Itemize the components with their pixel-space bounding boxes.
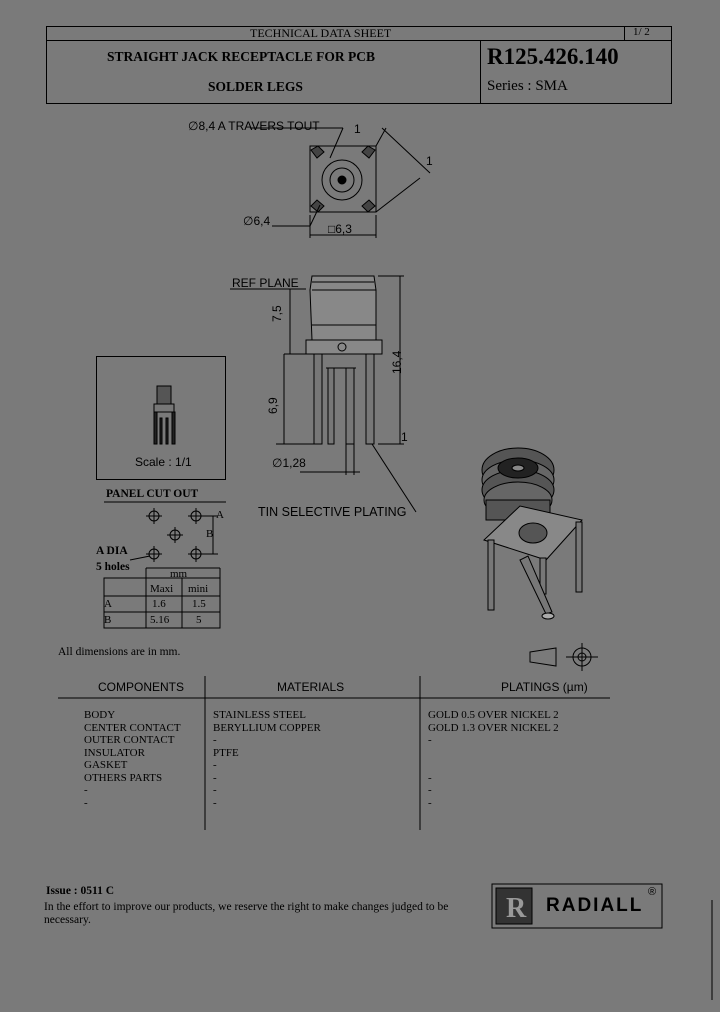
issue-label: Issue : 0511 C (46, 885, 115, 897)
dim-pin-diameter: ∅1,28 (272, 456, 306, 470)
product-title-line1: STRAIGHT JACK RECEPTACLE FOR PCB (107, 49, 376, 64)
table-cell: - (213, 759, 217, 771)
table-cell: BERYLLIUM COPPER (213, 721, 321, 734)
col-mini: mini (188, 583, 209, 595)
table-cell: - (213, 796, 217, 809)
row-a-label: A (104, 598, 112, 610)
table-cell: - (213, 784, 217, 796)
header-frame (46, 26, 672, 104)
unit-label: mm (170, 568, 188, 580)
table-cell: GOLD 0.5 OVER NICKEL 2 (428, 709, 559, 721)
header-platings: PLATINGS (µm) (501, 680, 588, 694)
brand-logo-text: RADIALL (546, 895, 644, 916)
flange-square (309, 145, 377, 213)
panel-cutout-title: PANEL CUT OUT (106, 488, 199, 500)
dim-one-c: 1 (401, 430, 408, 444)
dim-diameter-small: ∅6,4 (243, 214, 271, 228)
header-column-divider (480, 40, 481, 103)
registered-mark: ® (648, 886, 657, 898)
table-cell (428, 747, 559, 760)
connector-illustration (481, 447, 583, 620)
table-row: - (84, 796, 88, 809)
row-b-maxi: 5.16 (150, 614, 170, 626)
table-cell: GOLD 1.3 OVER NICKEL 2 (428, 721, 559, 734)
table-cell: - (428, 734, 432, 746)
page-number-divider (624, 26, 625, 40)
table-cell: - (428, 784, 432, 796)
scale-label: Scale : 1/1 (135, 455, 192, 469)
disclaimer-line2: necessary. (44, 914, 91, 926)
row-a-mini: 1.5 (192, 598, 206, 610)
page-number: 1/ 2 (633, 26, 650, 38)
table-row: GASKET (84, 759, 128, 771)
row-b-label: B (104, 614, 112, 626)
panel-label-a: A (216, 509, 224, 521)
dimensions-note: All dimensions are in mm. (58, 646, 181, 658)
table-row: OTHERS PARTS (84, 771, 163, 784)
table-cell: - (213, 771, 217, 784)
table-row: INSULATOR (84, 746, 145, 759)
sheet-title: TECHNICAL DATA SHEET (250, 26, 392, 40)
dim-one-a: 1 (354, 122, 361, 136)
materials-column: STAINLESS STEEL BERYLLIUM COPPER - PTFE … (213, 709, 321, 809)
ref-plane-label: REF PLANE (232, 276, 299, 290)
panel-label-b: B (206, 528, 214, 540)
table-cell (428, 759, 559, 772)
dim-16-4: 16,4 (390, 350, 404, 374)
dim-diameter-traverse: ∅8,4 A TRAVERS TOUT (188, 119, 320, 133)
svg-text:R: R (506, 893, 527, 924)
disclaimer-line1: In the effort to improve our products, w… (44, 901, 449, 913)
header-materials: MATERIALS (277, 680, 345, 694)
scale-box (96, 356, 226, 480)
platings-column: GOLD 0.5 OVER NICKEL 2 GOLD 1.3 OVER NIC… (428, 709, 559, 809)
part-number: R125.426.140 (487, 44, 619, 69)
dim-one-b: 1 (426, 154, 433, 168)
row-b-mini: 5 (196, 614, 202, 626)
table-row: - (84, 784, 88, 796)
table-cell: - (213, 734, 217, 746)
table-cell: STAINLESS STEEL (213, 709, 306, 721)
col-maxi: Maxi (150, 583, 174, 595)
header-components: COMPONENTS (98, 680, 185, 694)
a-dia-label: A DIA (96, 545, 128, 557)
table-cell: - (428, 796, 432, 809)
header-divider (46, 40, 671, 41)
components-column: BODY CENTER CONTACT OUTER CONTACT INSULA… (84, 709, 181, 809)
table-cell: PTFE (213, 746, 239, 759)
dim-7-5: 7,5 (270, 305, 284, 322)
table-cell: - (428, 771, 432, 784)
tin-plating-label: TIN SELECTIVE PLATING (258, 505, 407, 519)
product-title-line2: SOLDER LEGS (208, 79, 303, 94)
dim-square: □6,3 (328, 222, 352, 236)
series-label: Series : SMA (487, 78, 568, 94)
dim-6-9: 6,9 (266, 397, 280, 414)
table-row: CENTER CONTACT (84, 721, 181, 734)
holes-label: 5 holes (96, 561, 130, 573)
table-row: BODY (84, 709, 116, 721)
table-row: OUTER CONTACT (84, 734, 175, 746)
row-a-maxi: 1.6 (152, 598, 166, 610)
